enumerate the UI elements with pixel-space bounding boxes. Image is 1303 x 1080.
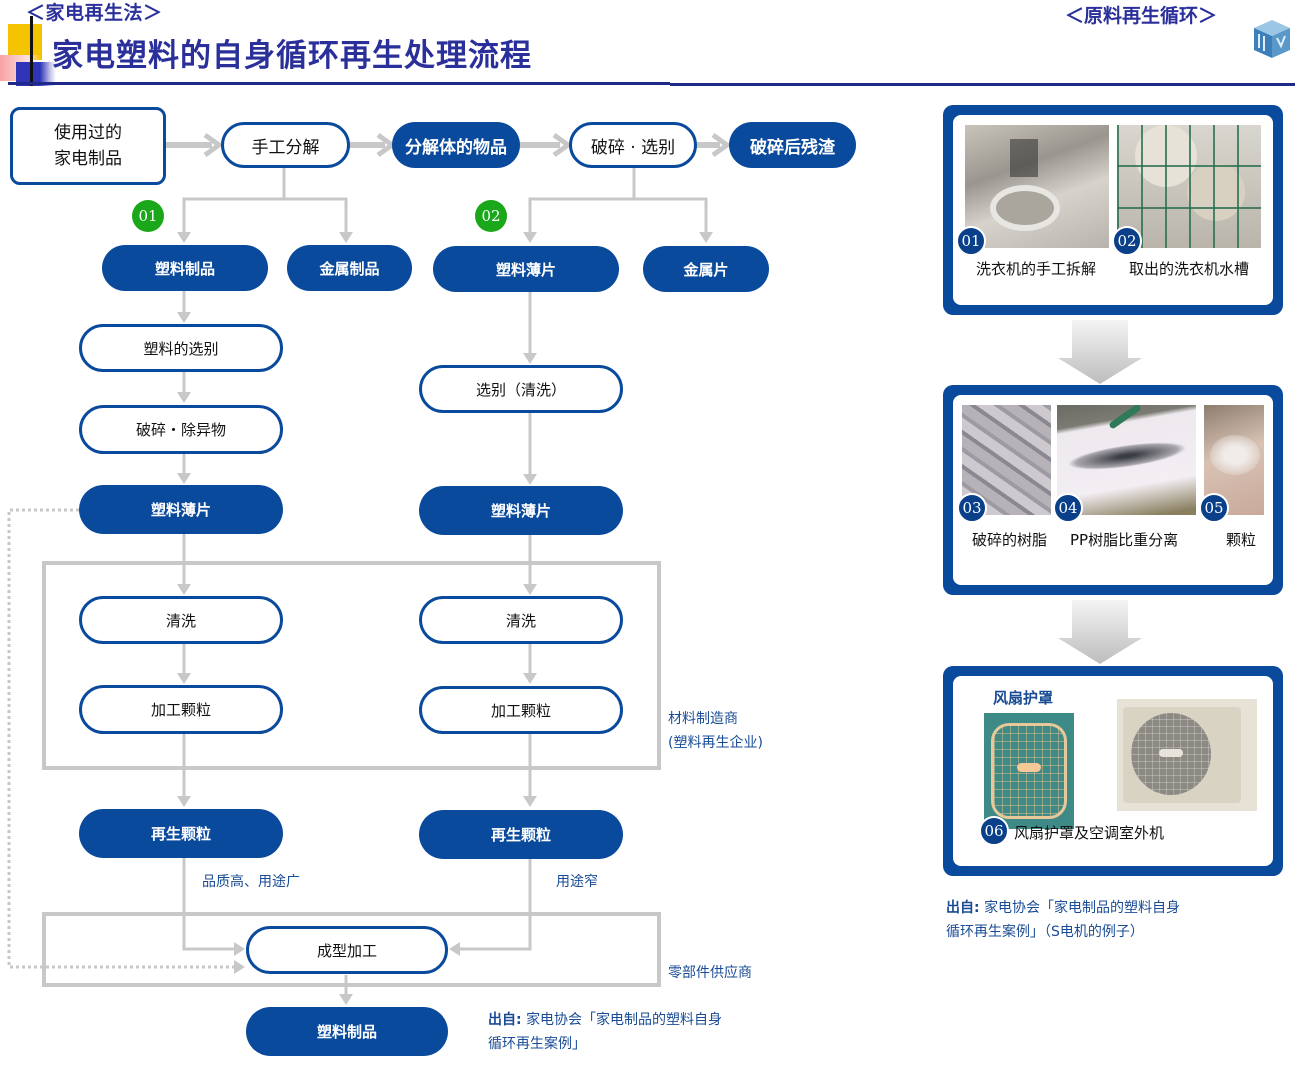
- metal-flakes-label: 金属片: [683, 260, 729, 279]
- right-recycled-pellets-label: 再生颗粒: [490, 826, 551, 844]
- material-maker-line1: 材料制造商: [668, 711, 738, 727]
- flow-source-line1: 家电协会「家电制品的塑料自身: [526, 1012, 723, 1028]
- crush-sort-label: 破碎 · 选别: [590, 137, 676, 158]
- photo-badge-02: 02: [1112, 226, 1142, 256]
- down-arrow-icon: [1058, 600, 1142, 664]
- left-recycled-pellets-label: 再生颗粒: [150, 825, 211, 843]
- right-recycled-pellets-node: 再生颗粒: [419, 810, 623, 859]
- right-pelletizing-node: 加工颗粒: [419, 686, 623, 734]
- used-appliance-line1: 使用过的: [54, 122, 122, 143]
- photo-panel-3: 风扇护罩 06 风扇护罩及空调室外机: [943, 666, 1283, 876]
- photo-badge-03: 03: [957, 493, 987, 523]
- crush-remove-node: 破碎・除异物: [79, 405, 283, 454]
- used-appliance-line2: 家电制品: [54, 149, 122, 169]
- plastic-sorting-label: 塑料的选别: [143, 339, 219, 358]
- parts-supplier-label: 零部件供应商: [668, 965, 752, 981]
- fan-guard-label: 风扇护罩: [993, 689, 1054, 707]
- photo-badge-01: 01: [956, 226, 986, 256]
- metal-products-node: 金属制品: [287, 245, 412, 291]
- final-plastic-product-label: 塑料制品: [316, 1023, 377, 1041]
- quality-note: 品质高、用途广: [202, 874, 300, 890]
- photo-panel-2: 03 04 05 破碎的树脂 PP树脂比重分离 颗粒: [943, 385, 1283, 595]
- right-washing-node: 清洗: [419, 596, 623, 644]
- photo-source-label: 出自:: [946, 900, 980, 916]
- left-pelletizing-label: 加工颗粒: [150, 701, 211, 719]
- cube-logo-icon: [1254, 20, 1290, 58]
- left-pelletizing-node: 加工颗粒: [79, 685, 283, 734]
- photo-caption-04: PP树脂比重分离: [1070, 531, 1179, 549]
- step-badge-01: 01: [132, 200, 164, 232]
- ac-outdoor-unit-photo: [1117, 699, 1257, 811]
- usage-note: 用途窄: [556, 874, 598, 890]
- crush-remove-label: 破碎・除异物: [135, 421, 226, 439]
- sorting-washing-node: 选别（清洗）: [419, 365, 623, 413]
- left-plastic-flakes-node: 塑料薄片: [79, 485, 283, 534]
- photo-panel-1: 01 02 洗衣机的手工拆解 取出的洗衣机水槽: [943, 105, 1283, 315]
- disassembled-items-label: 分解体的物品: [405, 137, 507, 158]
- fan-guard-photo: [984, 713, 1074, 829]
- right-plastic-flakes-node: 塑料薄片: [419, 486, 623, 535]
- left-washing-label: 清洗: [165, 611, 196, 630]
- flow-source-note: 出自: 家电协会「家电制品的塑料自身 循环再生案例」: [488, 1008, 722, 1056]
- photo-caption-02: 取出的洗衣机水槽: [1129, 260, 1250, 278]
- header-rule: [8, 82, 670, 85]
- photo-badge-05: 05: [1199, 493, 1229, 523]
- photo-caption-01: 洗衣机的手工拆解: [976, 260, 1097, 278]
- final-plastic-product-node: 塑料制品: [246, 1007, 448, 1056]
- used-appliance-node: 使用过的 家电制品: [10, 107, 166, 185]
- pp-separation-photo: [1057, 405, 1196, 515]
- flow-source-label: 出自:: [488, 1012, 522, 1028]
- law-subtitle: ＜家电再生法＞: [26, 2, 163, 24]
- molding-node: 成型加工: [246, 926, 448, 974]
- photo-caption-05: 颗粒: [1226, 531, 1257, 549]
- plastic-sorting-node: 塑料的选别: [79, 324, 283, 372]
- crush-residue-label: 破碎后残渣: [750, 137, 835, 158]
- photo-source-line2: 循环再生案例」（S电机的例子）: [946, 924, 1144, 940]
- molding-label: 成型加工: [316, 941, 377, 960]
- left-plastic-flakes-label: 塑料薄片: [150, 501, 211, 519]
- photo-source-line1: 家电协会「家电制品的塑料自身: [984, 900, 1181, 916]
- plastic-products-node: 塑料制品: [102, 245, 268, 291]
- right-washing-label: 清洗: [505, 611, 536, 630]
- header-decoration-line: [30, 16, 33, 86]
- page-title: 家电塑料的自身循环再生处理流程: [52, 38, 532, 74]
- down-arrow-icon: [1058, 320, 1142, 384]
- metal-flakes-node: 金属片: [643, 246, 769, 292]
- right-plastic-flakes-top-label: 塑料薄片: [495, 260, 556, 279]
- material-maker-group-box: [42, 561, 661, 770]
- crush-sort-node: 破碎 · 选别: [569, 122, 697, 168]
- material-maker-label: 材料制造商 (塑料再生企业): [668, 707, 763, 755]
- right-plastic-flakes-label: 塑料薄片: [490, 502, 551, 520]
- sorting-washing-label: 选别（清洗）: [475, 380, 566, 399]
- material-maker-line2: (塑料再生企业): [668, 735, 763, 751]
- step-badge-02: 02: [475, 200, 507, 232]
- manual-disassembly-node: 手工分解: [221, 122, 350, 168]
- crush-residue-node: 破碎后残渣: [729, 122, 856, 168]
- photo-badge-06: 06: [979, 816, 1009, 846]
- metal-products-label: 金属制品: [319, 259, 380, 278]
- left-recycled-pellets-node: 再生颗粒: [79, 809, 283, 858]
- manual-disassembly-label: 手工分解: [251, 137, 320, 158]
- flow-source-line2: 循环再生案例」: [488, 1036, 586, 1052]
- photo-caption-03: 破碎的树脂: [972, 531, 1048, 549]
- photo-source-note: 出自: 家电协会「家电制品的塑料自身 循环再生案例」（S电机的例子）: [946, 896, 1180, 944]
- right-plastic-flakes-top-node: 塑料薄片: [433, 246, 619, 292]
- dotted-return-path: [7, 508, 234, 969]
- header-decoration-yellow: [8, 24, 42, 60]
- header-rule-right: [670, 83, 1295, 86]
- plastic-products-label: 塑料制品: [154, 259, 215, 278]
- washer-disassembly-photo: [965, 125, 1109, 248]
- material-recycle-subtitle: ＜原料再生循环＞: [1065, 5, 1218, 27]
- photo-caption-06: 风扇护罩及空调室外机: [1014, 824, 1165, 842]
- disassembled-items-node: 分解体的物品: [392, 122, 520, 168]
- washer-tub-photo: [1117, 125, 1261, 248]
- left-washing-node: 清洗: [79, 596, 283, 644]
- right-pelletizing-label: 加工颗粒: [490, 701, 551, 720]
- photo-badge-04: 04: [1053, 493, 1083, 523]
